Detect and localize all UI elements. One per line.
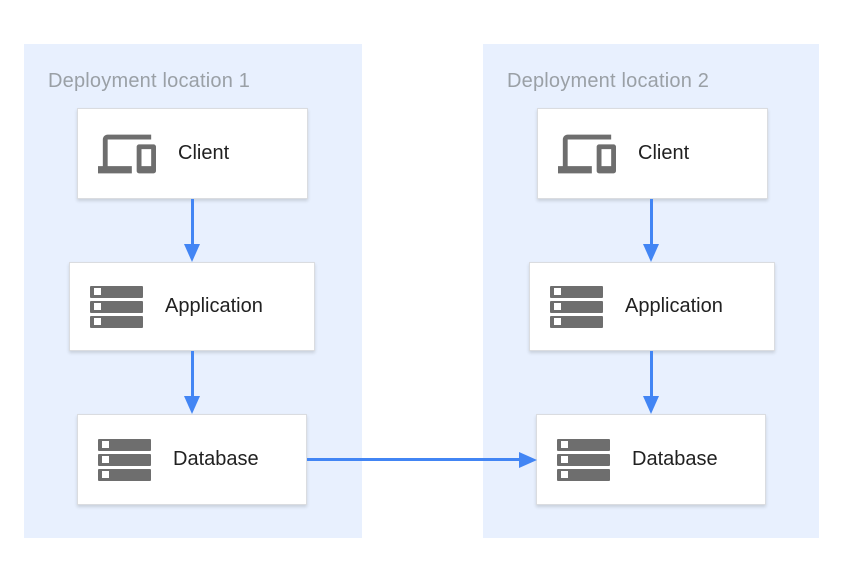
client-node-label: Client [178, 142, 230, 164]
arrow-shaft [190, 351, 194, 396]
arrow-shaft [190, 199, 194, 244]
arrow-client-to-application-2 [643, 199, 659, 262]
arrow-shaft [649, 351, 653, 396]
database-node-location-1: Database [77, 414, 307, 505]
arrow-shaft [649, 199, 653, 244]
deployment-location-2-title: Deployment location 2 [507, 70, 710, 92]
arrow-head-down-icon [643, 396, 659, 414]
database-node-location-2: Database [536, 414, 766, 505]
arrow-head-down-icon [643, 244, 659, 262]
arrow-database1-to-database2 [307, 451, 537, 468]
storage-icon [550, 285, 603, 328]
arrow-application-to-database-2 [643, 351, 659, 414]
arrow-shaft [307, 458, 519, 461]
arrow-client-to-application-1 [184, 199, 200, 262]
devices-icon [98, 125, 156, 183]
application-node-location-2: Application [529, 262, 775, 351]
database-node-label: Database [173, 448, 259, 470]
client-node-location-2: Client [537, 108, 768, 199]
arrow-application-to-database-1 [184, 351, 200, 414]
client-node-label: Client [638, 142, 690, 164]
application-node-label: Application [625, 295, 723, 317]
deployment-location-1-panel: Deployment location 1 Client Application [24, 44, 362, 538]
arrow-head-down-icon [184, 244, 200, 262]
devices-icon [558, 125, 616, 183]
deployment-location-1-title: Deployment location 1 [48, 70, 251, 92]
storage-icon [557, 438, 610, 481]
application-node-label: Application [165, 295, 263, 317]
storage-icon [90, 285, 143, 328]
client-node-location-1: Client [77, 108, 308, 199]
application-node-location-1: Application [69, 262, 315, 351]
arrow-head-down-icon [184, 396, 200, 414]
database-node-label: Database [632, 448, 718, 470]
storage-icon [98, 438, 151, 481]
deployment-location-2-panel: Deployment location 2 Client Application [483, 44, 819, 538]
arrow-head-right-icon [519, 451, 537, 468]
